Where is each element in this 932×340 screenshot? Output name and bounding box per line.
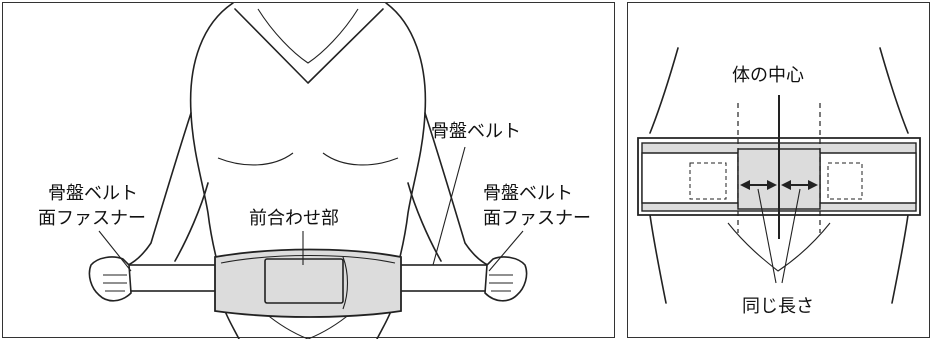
torso-outline-right: [385, 3, 427, 266]
label-body-center: 体の中心: [732, 65, 804, 86]
crotch-line: [264, 312, 352, 339]
left-fastener-box: [689, 162, 727, 200]
label-front-join: 前合わせ部: [249, 208, 339, 229]
left-arm: [120, 112, 192, 269]
leader-belt-top: [432, 146, 466, 266]
leader-same-length-left: [757, 188, 777, 284]
right-illustration-panel: 体の中心 同じ長さ: [627, 2, 930, 338]
label-pelvic-belt-top: 骨盤ベルト: [431, 121, 521, 142]
right-fastener-box: [827, 162, 863, 200]
crotch-outline: [727, 222, 831, 272]
leader-fastener-right: [488, 230, 524, 272]
belt-centering-illustration: [637, 47, 921, 304]
right-arm-inner: [407, 182, 442, 262]
left-hand-fingers: [103, 274, 127, 292]
right-hand-fingers: [489, 274, 513, 292]
leg-right-outline: [891, 214, 909, 304]
chest-line-left: [217, 152, 294, 166]
left-arm-inner: [174, 182, 209, 262]
chest-line-right: [322, 152, 399, 166]
leg-left-outline: [649, 214, 667, 304]
belt-wearing-illustration: [88, 3, 528, 339]
label-fastener-left-line2: 面ファスナー: [38, 208, 146, 229]
left-hand: [88, 256, 132, 302]
collar: [257, 8, 359, 64]
label-fastener-right-line2: 面ファスナー: [483, 208, 591, 229]
front-join-patch: [264, 258, 344, 304]
label-same-length: 同じ長さ: [742, 296, 814, 317]
label-fastener-right-line1: 骨盤ベルト: [483, 183, 573, 204]
right-hand: [484, 256, 528, 302]
front-join-edge: [342, 256, 349, 310]
leader-same-length-right: [781, 188, 801, 284]
torso-outline: [189, 3, 234, 266]
body-left-outline: [649, 47, 679, 134]
left-hip: [224, 310, 240, 339]
neckline: [234, 8, 384, 84]
right-arm: [424, 112, 496, 269]
left-illustration-panel: 骨盤ベルト 骨盤ベルト 面ファスナー 前合わせ部 骨盤ベルト 面ファスナー: [2, 2, 615, 339]
left-double-arrow: [740, 180, 777, 190]
right-hip: [376, 310, 392, 339]
main-belt-inner-edge: [220, 254, 396, 264]
leader-fastener-left: [98, 230, 132, 272]
body-right-outline: [879, 47, 909, 134]
label-fastener-left-line1: 骨盤ベルト: [48, 183, 138, 204]
right-double-arrow: [781, 180, 818, 190]
